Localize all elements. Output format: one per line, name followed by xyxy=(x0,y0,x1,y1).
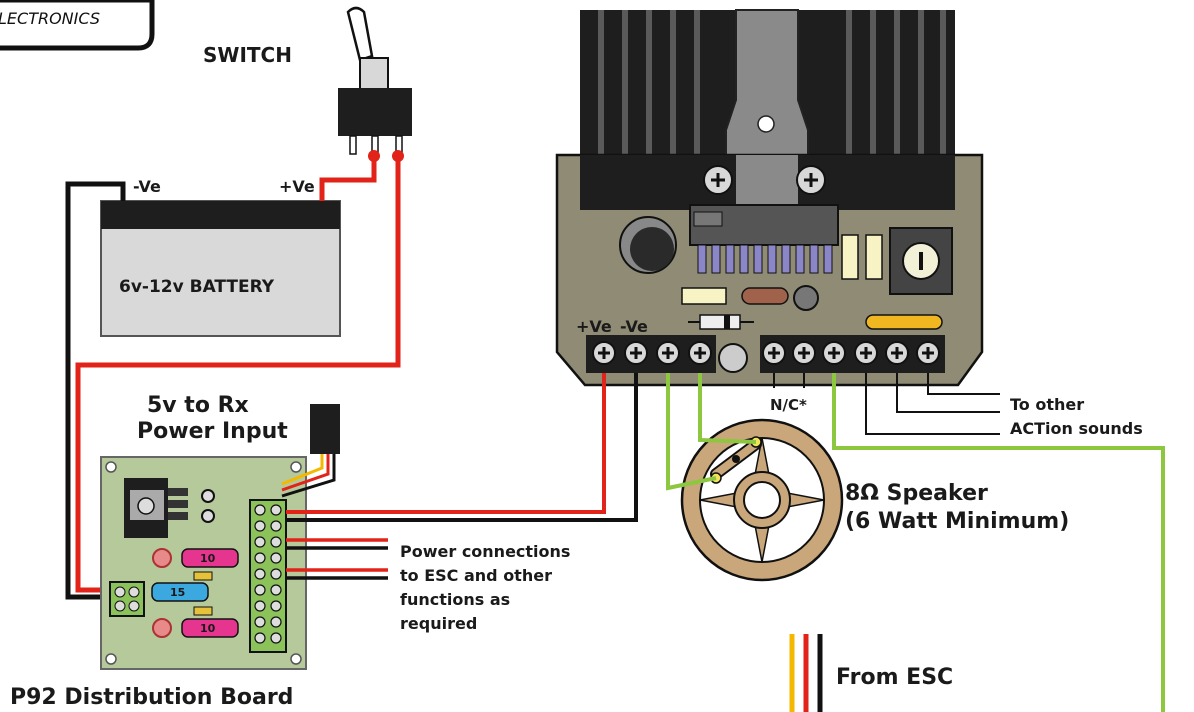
board-output-terminals xyxy=(249,499,287,653)
diode xyxy=(688,314,754,330)
wire-battery-negative xyxy=(65,181,126,600)
p92-distribution-board: 10 15 10 xyxy=(100,456,307,670)
toggle-switch[interactable] xyxy=(338,6,412,155)
fuse-15a: 15 xyxy=(151,582,209,602)
heatsink-screw xyxy=(796,165,826,195)
battery-negative-label: -Ve xyxy=(133,177,161,196)
power-connections-line2: to ESC and other xyxy=(400,566,552,585)
to-other-label: To other xyxy=(1010,395,1084,414)
film-capacitor xyxy=(681,287,727,305)
led xyxy=(152,618,172,638)
small-capacitor xyxy=(793,285,819,311)
wire-board-to-amp-negative xyxy=(286,373,638,522)
volume-potentiometer[interactable] xyxy=(889,227,953,295)
voltage-regulator xyxy=(124,478,188,538)
power-connections-line3: functions as xyxy=(400,590,510,609)
power-connections-line4: required xyxy=(400,614,477,633)
rx-input-label-line1: 5v to Rx xyxy=(147,393,249,418)
capacitor xyxy=(619,216,677,274)
speaker-label-line2: (6 Watt Minimum) xyxy=(845,509,1069,534)
ceramic-component xyxy=(865,314,943,330)
speaker xyxy=(680,418,844,582)
rx-input-label-line2: Power Input xyxy=(137,419,288,444)
battery-label: 6v-12v BATTERY xyxy=(119,277,275,297)
resistor xyxy=(741,287,789,305)
amp-terminal-block-signal xyxy=(760,335,945,373)
mounting-hole xyxy=(718,343,748,373)
wire-action-1 xyxy=(865,373,1000,435)
amp-terminal-block-power xyxy=(586,335,716,373)
wire-speaker-1 xyxy=(666,373,717,491)
logo-badge: LECTRONICS xyxy=(0,0,155,51)
amplifier-ic xyxy=(689,204,839,274)
logo-text: LECTRONICS xyxy=(0,9,100,28)
power-connections-line1: Power connections xyxy=(400,542,570,561)
action-sounds-label: ACTion sounds xyxy=(1010,419,1143,438)
resistor-small xyxy=(193,606,213,616)
esc-cable xyxy=(789,634,823,712)
wire-battery-positive xyxy=(319,156,377,201)
wire-board-to-amp-positive xyxy=(286,373,606,514)
fuse-10a-bottom: 10 xyxy=(181,618,239,638)
wire-switch-to-board xyxy=(75,156,401,593)
heatsink-screw xyxy=(703,165,733,195)
from-esc-label: From ESC xyxy=(836,665,953,690)
wire-action-2 xyxy=(896,373,1000,413)
film-capacitor xyxy=(865,234,883,280)
svg-text:10: 10 xyxy=(200,622,216,635)
svg-text:15: 15 xyxy=(170,586,185,599)
board-title: P92 Distribution Board xyxy=(10,685,293,710)
fuse-10a-top: 10 xyxy=(181,548,239,568)
wire-action-3 xyxy=(927,373,1000,395)
amplifier-module xyxy=(555,9,984,387)
led xyxy=(152,548,172,568)
wire-esc-signal xyxy=(832,373,1165,712)
wire-speaker-2 xyxy=(698,373,757,444)
speaker-label-line1: 8Ω Speaker xyxy=(845,481,988,506)
amp-negative-label: -Ve xyxy=(620,317,648,336)
switch-label: SWITCH xyxy=(203,43,292,67)
amp-positive-label: +Ve xyxy=(576,317,612,336)
resistor-small xyxy=(193,571,213,581)
svg-text:10: 10 xyxy=(200,552,216,565)
battery-positive-label: +Ve xyxy=(279,177,315,196)
board-input-terminal xyxy=(109,581,145,617)
rx-connector xyxy=(281,404,340,498)
battery xyxy=(100,200,341,337)
nc-label: N/C* xyxy=(770,396,807,414)
film-capacitor xyxy=(841,234,859,280)
